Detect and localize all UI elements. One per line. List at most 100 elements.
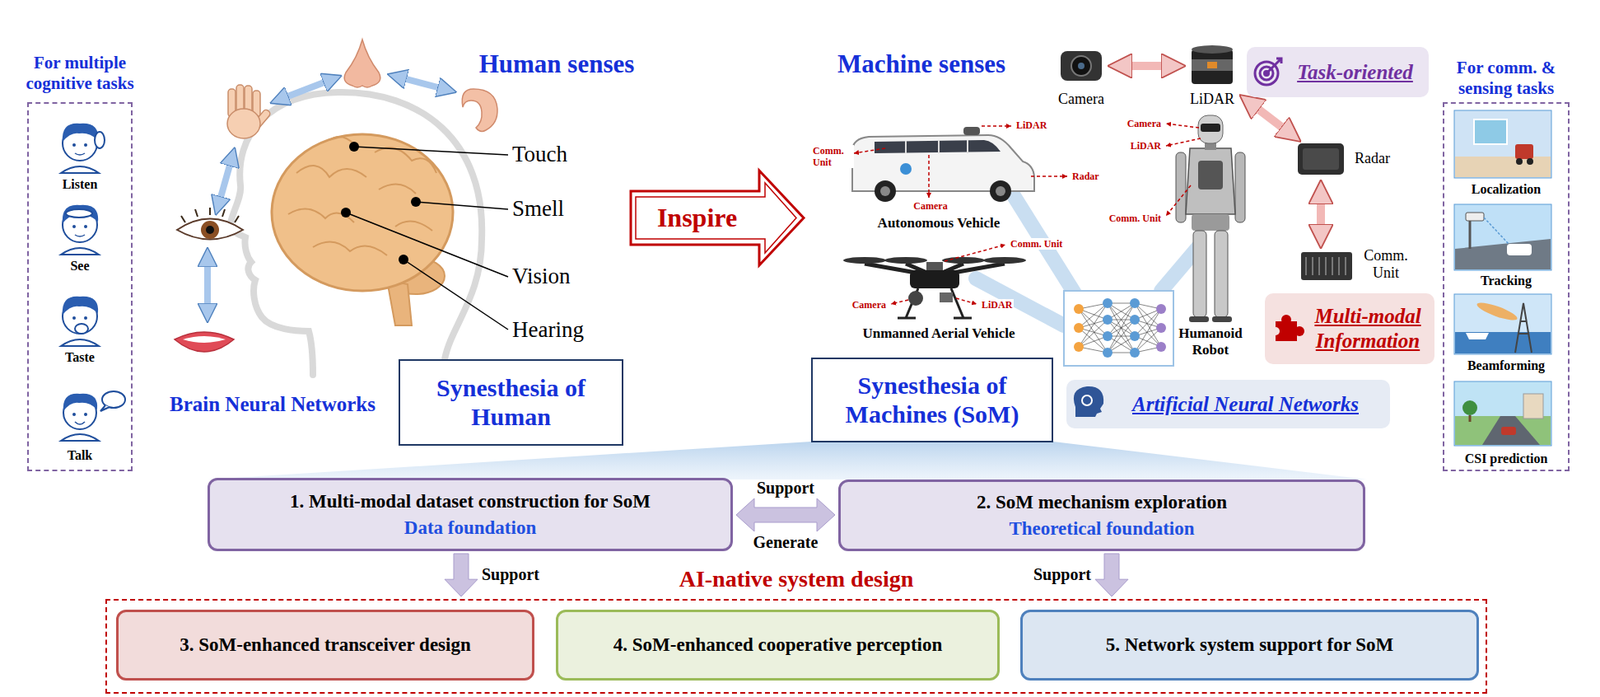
neural-network <box>1073 341 1084 352</box>
part-label: Camera <box>850 298 888 311</box>
tracking-scene <box>1483 217 1509 244</box>
unmanned-aerial-vehicle <box>942 256 985 264</box>
brain <box>288 136 437 256</box>
sense-arrow <box>204 256 211 313</box>
brain-dot <box>340 207 351 218</box>
humanoid-robot <box>1212 316 1232 322</box>
leader-line <box>345 212 509 277</box>
data-beam <box>1008 187 1075 294</box>
humanoid-robot <box>1193 230 1207 318</box>
box-title: 5. Network system support for SoM <box>1105 633 1395 657</box>
icon-caption: Talk <box>28 447 131 464</box>
box-subtitle: Theoretical foundation <box>1008 517 1195 541</box>
puzzle-icon <box>1271 326 1280 336</box>
box-subtitle: Data foundation <box>404 516 537 540</box>
box-title: 1. Multi-modal dataset construction for … <box>289 489 651 514</box>
sensor-label: Camera <box>1044 90 1119 108</box>
neural-network <box>1156 322 1167 333</box>
brain-dot <box>398 254 409 265</box>
part-label: LiDAR <box>1014 119 1049 131</box>
tracking-scene <box>1506 243 1532 256</box>
neural-network <box>1156 303 1167 352</box>
sensor-label: Comm. Unit <box>1359 247 1413 282</box>
child-icon <box>60 296 99 346</box>
neural-network <box>1073 322 1084 333</box>
label-leader <box>890 299 909 304</box>
autonomous-vehicle <box>995 186 1006 196</box>
inspire-arrow: Inspire <box>629 167 807 268</box>
unmanned-aerial-vehicle <box>909 270 960 289</box>
platform-name: Unmanned Aerial Vehicle <box>831 325 1046 342</box>
lidar-icon <box>1191 59 1233 71</box>
child-icon <box>83 143 88 147</box>
child-icon <box>83 316 88 320</box>
fat-arrow <box>1095 553 1129 597</box>
arrow-outline <box>630 170 804 266</box>
concept-box: Synesthesia of Machines (SoM) <box>811 357 1054 443</box>
label-leader <box>981 125 1012 127</box>
label-leader <box>928 154 930 198</box>
autonomous-vehicle <box>874 139 1001 154</box>
tracking-scene <box>1465 212 1484 221</box>
tracking-scene <box>1469 217 1472 249</box>
keyword-text: Artificial Neural Networks <box>1132 391 1359 417</box>
connector-label: Support <box>481 564 540 584</box>
neural-network <box>1102 331 1113 341</box>
tracking-scene <box>1454 204 1552 271</box>
part-label: Comm. Unit <box>1107 212 1163 224</box>
beamforming-scene <box>1465 332 1489 340</box>
hand-icon <box>227 108 261 139</box>
beamforming-scene <box>1515 303 1532 353</box>
child-icon <box>62 207 98 243</box>
lidar-icon <box>1191 45 1233 84</box>
brain-dot <box>410 196 421 207</box>
localization-scene <box>1515 144 1534 159</box>
platform-name: Humanoid Robot <box>1171 325 1251 359</box>
unmanned-aerial-vehicle <box>843 256 1027 318</box>
fan-band <box>207 441 1367 480</box>
label-leader <box>956 298 977 304</box>
localization-scene <box>1526 158 1534 165</box>
brain-dot <box>349 141 360 152</box>
puzzle-icon <box>1271 314 1305 341</box>
target-icon <box>1254 61 1279 85</box>
ai-head-icon <box>1073 386 1104 417</box>
task-panel: For comm. & sensing tasksLocalizationTra… <box>1442 102 1570 472</box>
unmanned-aerial-vehicle <box>884 256 928 264</box>
sense-label: Smell <box>512 195 565 222</box>
autonomous-vehicle <box>989 180 1012 202</box>
puzzle-icon <box>1294 326 1305 336</box>
target-icon <box>1266 58 1282 74</box>
leader-line <box>345 146 509 330</box>
csi-scene <box>1454 381 1552 446</box>
sense-arrow <box>279 79 333 100</box>
radar-icon <box>1297 143 1344 175</box>
part-label: Radar <box>1070 170 1101 182</box>
ear-icon <box>461 88 498 131</box>
box-title: 4. SoM-enhanced cooperative perception <box>613 633 943 657</box>
image-caption: Tracking <box>1444 272 1568 290</box>
sense-arrow <box>396 76 448 90</box>
child-icon <box>65 209 93 218</box>
tracking-scene <box>1454 204 1552 271</box>
camera-icon <box>1071 55 1092 76</box>
comm-unit-icon <box>1301 251 1353 280</box>
research-box: 1. Multi-modal dataset construction for … <box>207 477 733 551</box>
brain <box>271 134 453 326</box>
localization-scene <box>1455 156 1551 178</box>
humanoid-robot <box>1235 152 1246 223</box>
csi-scene <box>1455 415 1551 445</box>
neural-network <box>1102 298 1113 308</box>
child-icon <box>62 296 98 315</box>
comm-unit-icon <box>1301 251 1353 280</box>
csi-scene <box>1462 400 1478 416</box>
radar-icon <box>1302 148 1339 170</box>
box-title: 2. SoM mechanism exploration <box>976 490 1227 514</box>
child-icon <box>72 143 76 147</box>
camera-icon <box>1077 62 1085 70</box>
child-icon <box>60 433 99 441</box>
head-outline <box>230 92 482 375</box>
image-caption: CSI prediction <box>1444 450 1568 467</box>
